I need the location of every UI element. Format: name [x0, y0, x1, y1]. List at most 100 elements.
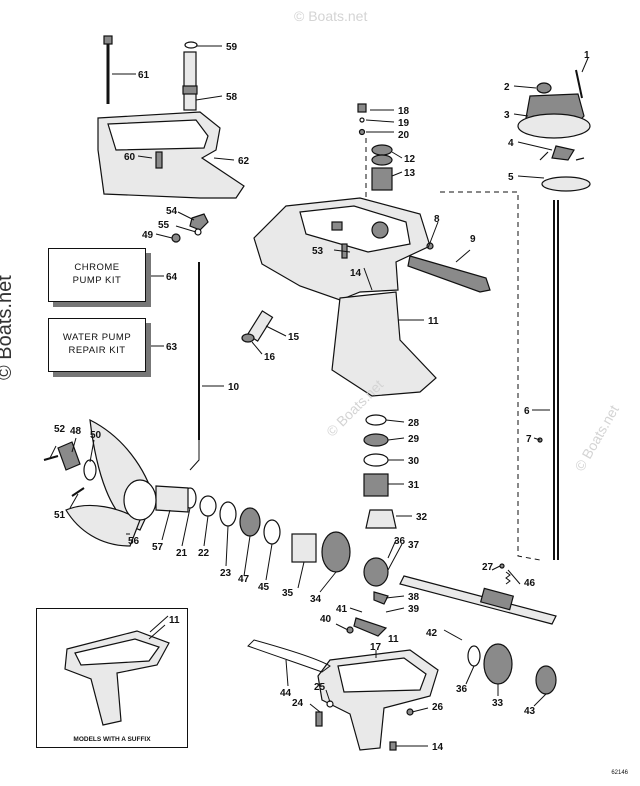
callout-12: 12 — [404, 154, 416, 165]
part-12-seal — [371, 144, 393, 156]
callout-18: 18 — [398, 106, 410, 117]
callout-30: 30 — [408, 456, 420, 467]
callout-7: 7 — [526, 434, 532, 445]
inset-gearcase-drawing: 11 — [64, 615, 180, 726]
callout-51: 51 — [54, 510, 66, 521]
part-44-seal-strip — [247, 639, 331, 673]
callout-8: 8 — [434, 214, 440, 225]
callout-24: 24 — [292, 698, 304, 709]
chrome-pump-kit-line2: PUMP KIT — [72, 275, 122, 286]
part-31-bearing — [363, 473, 389, 497]
callout-60: 60 — [124, 152, 136, 163]
part-30-gasket — [363, 453, 389, 467]
part-54-nut — [189, 213, 209, 231]
part-20-washer — [358, 128, 366, 136]
callout-58: 58 — [226, 92, 238, 103]
part-38-shifter — [373, 591, 389, 605]
callout-31: 31 — [408, 480, 420, 491]
callout-17: 17 — [370, 642, 382, 653]
callout-48: 48 — [70, 426, 82, 437]
callout-5: 5 — [508, 172, 514, 183]
callout-13: 13 — [404, 168, 416, 179]
inset-caption: MODELS WITH A SUFFIX — [73, 736, 151, 743]
part-24-screw — [315, 711, 323, 727]
callout-2: 2 — [504, 82, 510, 93]
chrome-pump-kit-line1: CHROME — [74, 262, 120, 273]
callout-11-midsection: 11 — [428, 316, 439, 327]
callout-55: 55 — [158, 220, 170, 231]
callout-10: 10 — [228, 382, 240, 393]
callout-6: 6 — [524, 406, 530, 417]
callout-3: 3 — [504, 110, 510, 121]
part-34-gear — [321, 531, 351, 573]
part-19-washer — [359, 117, 365, 123]
part-56-propeller — [65, 418, 157, 547]
drawing-number: 62146 — [611, 770, 628, 776]
callout-63: 63 — [166, 342, 178, 353]
callout-64: 64 — [166, 272, 178, 283]
callout-35: 35 — [282, 588, 294, 599]
part-62-exhaust-housing — [97, 111, 245, 199]
callout-57: 57 — [152, 542, 164, 553]
part-49-screw — [171, 233, 181, 243]
dashed-guide-right — [440, 191, 541, 561]
watermark-boats-net: © Boats.net — [0, 275, 16, 380]
callout-50: 50 — [90, 430, 102, 441]
callout-38: 38 — [408, 592, 420, 603]
callout-33: 33 — [492, 698, 504, 709]
callout-36-lower: 36 — [456, 684, 468, 695]
inset-suffix-models: 11 MODELS WITH A SUFFIX — [36, 608, 188, 748]
callout-labels: 1 2 3 4 5 6 7 8 9 10 11 11 12 13 14 14 1… — [54, 42, 590, 753]
part-37-gear — [363, 557, 389, 587]
callout-54: 54 — [166, 206, 178, 217]
watermark-faint-top: © Boats.net — [294, 8, 368, 24]
callout-34: 34 — [310, 594, 322, 605]
callout-59: 59 — [226, 42, 238, 53]
chrome-pump-kit-box: CHROME PUMP KIT — [48, 248, 146, 302]
callout-29: 29 — [408, 434, 420, 445]
part-48-nut — [57, 441, 81, 471]
callout-40: 40 — [320, 614, 332, 625]
callout-49: 49 — [142, 230, 154, 241]
part-10-shift-rod — [189, 262, 200, 471]
part-50-washer — [83, 459, 97, 481]
part-11-midsection — [253, 197, 437, 397]
callout-14-lower: 14 — [432, 742, 444, 753]
callout-20: 20 — [398, 130, 410, 141]
callout-15: 15 — [288, 332, 300, 343]
part-32-pinion — [365, 509, 397, 529]
part-36-washer — [467, 645, 481, 667]
callout-14-upper: 14 — [350, 268, 362, 279]
water-pump-kit-line1: WATER PUMP — [62, 332, 132, 343]
part-47-bearing — [239, 507, 261, 537]
part-58-sleeve — [182, 51, 198, 111]
part-59-oring — [184, 41, 198, 49]
part-43-bearing — [535, 665, 557, 695]
part-57-thrust — [155, 485, 189, 513]
part-23-washer — [219, 501, 237, 527]
callout-47: 47 — [238, 574, 250, 585]
callout-46: 46 — [524, 578, 536, 589]
callout-53: 53 — [312, 246, 324, 257]
callout-19: 19 — [398, 118, 410, 129]
part-11-lower-gearcase — [317, 649, 439, 751]
part-52-cotter — [43, 455, 59, 461]
inset-callout-11: 11 — [169, 615, 180, 626]
callout-4: 4 — [508, 138, 514, 149]
callout-11-lower: 11 — [388, 634, 399, 645]
part-35-bushing — [291, 533, 317, 563]
callout-61: 61 — [138, 70, 150, 81]
part-2-grommet — [536, 82, 552, 94]
callout-16: 16 — [264, 352, 276, 363]
part-14-screw — [389, 741, 397, 751]
callout-36-upper: 36 — [394, 536, 406, 547]
part-61-bolt — [103, 35, 113, 104]
callout-32: 32 — [416, 512, 428, 523]
leader-lines — [49, 45, 589, 747]
part-45-washer — [263, 519, 281, 545]
callout-22: 22 — [198, 548, 210, 559]
part-5-plate — [541, 176, 591, 192]
callout-27: 27 — [482, 562, 494, 573]
callout-1: 1 — [584, 50, 590, 61]
